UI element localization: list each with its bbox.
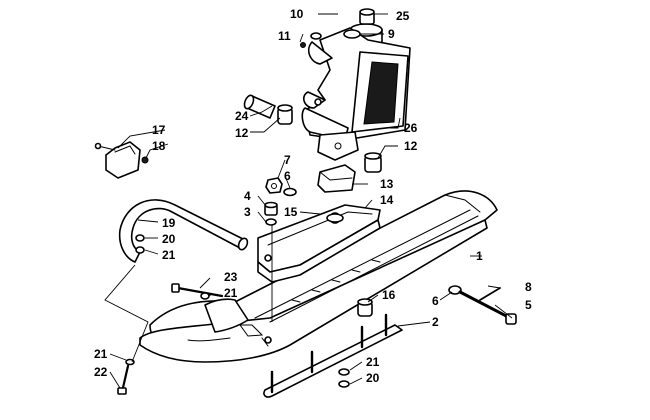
callout-6-upper: 6 xyxy=(284,169,291,183)
ski-body xyxy=(139,190,498,363)
callout-16: 16 xyxy=(382,288,396,302)
nut-11 xyxy=(300,42,306,48)
ski-loop-19 xyxy=(118,199,249,263)
callout-19: 19 xyxy=(162,216,176,230)
callout-21-upper: 21 xyxy=(162,248,176,262)
callout-8: 8 xyxy=(525,280,532,294)
callout-7: 7 xyxy=(284,153,291,167)
callout-10: 10 xyxy=(290,7,304,21)
nut-7 xyxy=(265,177,283,194)
callout-5: 5 xyxy=(525,298,532,312)
callout-labels: 10 11 25 9 24 12 26 12 13 14 7 6 4 3 15 … xyxy=(94,7,532,385)
callout-20-lower: 20 xyxy=(366,371,380,385)
callout-20-upper: 20 xyxy=(162,232,176,246)
washer-21-mid xyxy=(200,292,210,300)
callout-25: 25 xyxy=(396,9,410,23)
nut-4 xyxy=(264,201,278,216)
callout-1: 1 xyxy=(476,249,483,263)
callout-21-lower: 21 xyxy=(366,355,380,369)
callout-12-left: 12 xyxy=(235,126,249,140)
callout-14: 14 xyxy=(380,193,394,207)
nut-21-lower xyxy=(338,368,350,376)
callout-23: 23 xyxy=(224,270,238,284)
callout-11: 11 xyxy=(278,29,291,43)
bolt-23 xyxy=(171,283,224,298)
washer-10 xyxy=(310,32,322,40)
washer-3 xyxy=(265,218,277,226)
washer-6-upper xyxy=(283,187,297,197)
cap-25 xyxy=(359,8,375,25)
callout-13: 13 xyxy=(380,177,394,191)
callout-4: 4 xyxy=(244,189,251,203)
bushing-16 xyxy=(357,298,373,317)
bolt-22 xyxy=(117,364,130,395)
callout-9: 9 xyxy=(388,27,395,41)
callout-12-right: 12 xyxy=(404,139,418,153)
washer-15 xyxy=(326,213,344,223)
callout-21-bottom: 21 xyxy=(94,347,108,361)
callout-17: 17 xyxy=(152,123,166,137)
bolt-5 xyxy=(458,290,517,325)
callout-26: 26 xyxy=(404,121,418,135)
pin-8 xyxy=(479,287,501,301)
callout-15: 15 xyxy=(284,205,298,219)
nut-18 xyxy=(141,156,149,164)
bushing-12-right xyxy=(364,152,382,173)
wear-block-13 xyxy=(317,164,356,193)
washer-21-bottom xyxy=(125,358,135,366)
washer-9 xyxy=(343,29,361,39)
callout-2: 2 xyxy=(432,315,439,329)
callout-22: 22 xyxy=(94,365,108,379)
washer-20-lower xyxy=(338,380,350,388)
leader-lines xyxy=(104,13,513,389)
bushing-24 xyxy=(243,94,276,119)
washer-20-upper xyxy=(135,234,145,242)
callout-6-lower: 6 xyxy=(432,294,439,308)
callout-21-mid: 21 xyxy=(224,286,238,300)
bracket-17 xyxy=(94,141,141,179)
nut-21-upper xyxy=(135,246,145,254)
bushing-12-left xyxy=(277,104,293,125)
wear-bar-2 xyxy=(263,313,403,398)
ski-spindle: ACT xyxy=(301,23,411,161)
callout-24: 24 xyxy=(235,109,249,123)
callout-18: 18 xyxy=(152,139,166,153)
callout-3: 3 xyxy=(244,205,251,219)
